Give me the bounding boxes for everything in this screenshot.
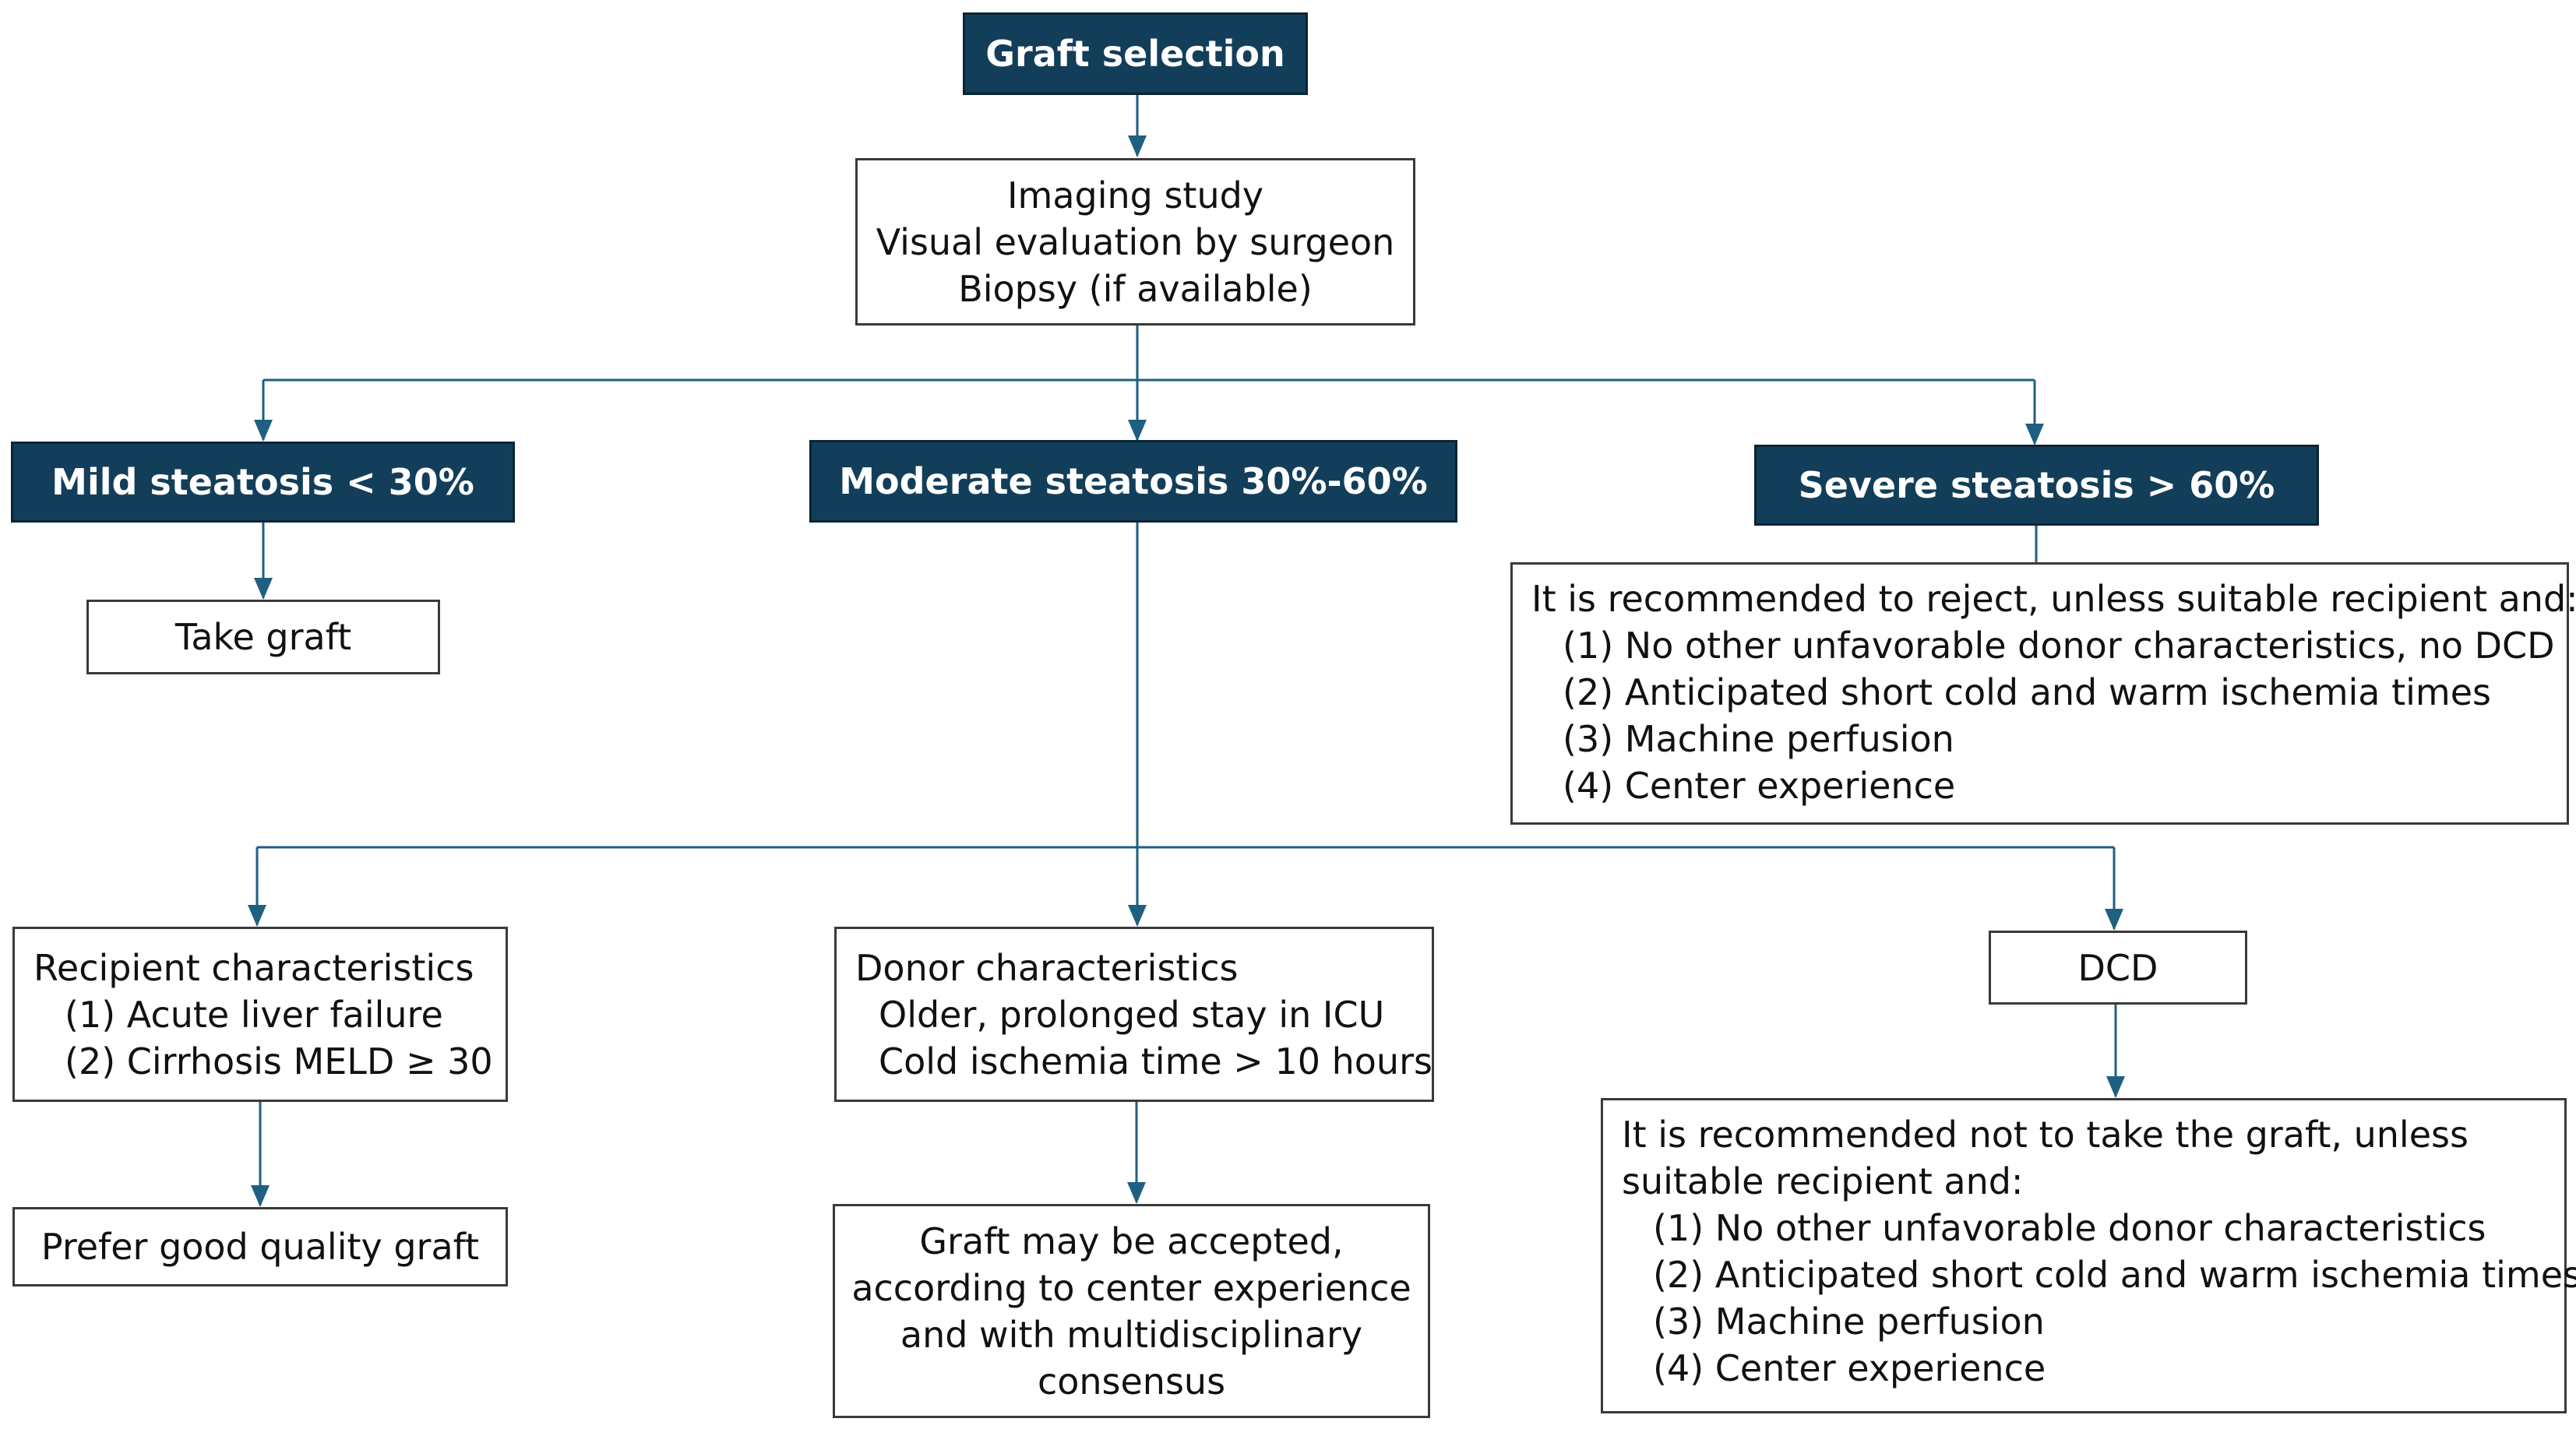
donor-title: Donor characteristics: [855, 947, 1239, 989]
severe-steatosis-label: Severe steatosis > 60%: [1798, 464, 2275, 506]
severe-item-2: (2) Anticipated short cold and warm isch…: [1563, 671, 2492, 713]
take-graft-box: Take graft: [86, 600, 440, 674]
dcd-recommendation-intro-2: suitable recipient and:: [1622, 1160, 2024, 1202]
severe-item-3: (3) Machine perfusion: [1563, 718, 1954, 760]
dcd-item-2: (2) Anticipated short cold and warm isch…: [1653, 1254, 2576, 1296]
dcd-item-1: (1) No other unfavorable donor character…: [1653, 1207, 2486, 1249]
severe-recommendation-box: It is recommended to reject, unless suit…: [1510, 562, 2576, 825]
severe-item-4: (4) Center experience: [1563, 765, 1956, 807]
severe-recommendation-intro: It is recommended to reject, unless suit…: [1531, 578, 2576, 620]
imaging-line-1: Imaging study: [1006, 174, 1264, 216]
recipient-characteristics-box: Recipient characteristics (1) Acute live…: [12, 927, 508, 1102]
moderate-steatosis-label: Moderate steatosis 30%-60%: [839, 460, 1428, 502]
severe-steatosis-box: Severe steatosis > 60%: [1754, 445, 2319, 526]
recipient-item-1: (1) Acute liver failure: [65, 994, 443, 1036]
dcd-recommendation-intro-1: It is recommended not to take the graft,…: [1622, 1114, 2469, 1156]
dcd-label: DCD: [2077, 946, 2158, 989]
recipient-title: Recipient characteristics: [33, 947, 474, 989]
graft-selection-label: Graft selection: [985, 33, 1285, 75]
dcd-item-4: (4) Center experience: [1653, 1347, 2046, 1389]
dcd-box: DCD: [1989, 931, 2247, 1005]
graft-selection-box: Graft selection: [963, 12, 1308, 95]
prefer-good-graft-label: Prefer good quality graft: [41, 1226, 480, 1268]
donor-characteristics-box: Donor characteristics Older, prolonged s…: [834, 927, 1434, 1102]
mild-steatosis-label: Mild steatosis < 30%: [51, 461, 474, 503]
imaging-line-3: Biopsy (if available): [958, 267, 1313, 310]
severe-item-1: (1) No other unfavorable donor character…: [1563, 625, 2555, 667]
donor-item-1: Older, prolonged stay in ICU: [879, 994, 1385, 1036]
imaging-study-box: Imaging study Visual evaluation by surge…: [855, 158, 1415, 326]
mild-steatosis-box: Mild steatosis < 30%: [11, 442, 515, 523]
take-graft-label: Take graft: [174, 616, 352, 658]
donor-item-2: Cold ischemia time > 10 hours: [879, 1040, 1432, 1082]
recipient-item-2: (2) Cirrhosis MELD ≥ 30: [65, 1040, 493, 1082]
graft-may-line-2: according to center experience: [851, 1266, 1411, 1309]
graft-may-line-3: and with multidisciplinary: [900, 1313, 1363, 1356]
prefer-good-graft-box: Prefer good quality graft: [12, 1207, 508, 1286]
imaging-line-2: Visual evaluation by surgeon: [876, 220, 1395, 263]
moderate-steatosis-box: Moderate steatosis 30%-60%: [809, 440, 1457, 523]
dcd-item-3: (3) Machine perfusion: [1653, 1301, 2045, 1343]
graft-may-line-1: Graft may be accepted,: [919, 1220, 1344, 1262]
dcd-recommendation-box: It is recommended not to take the graft,…: [1601, 1098, 2576, 1413]
graft-may-line-4: consensus: [1037, 1360, 1226, 1403]
graft-may-be-accepted-box: Graft may be accepted, according to cent…: [833, 1204, 1430, 1418]
